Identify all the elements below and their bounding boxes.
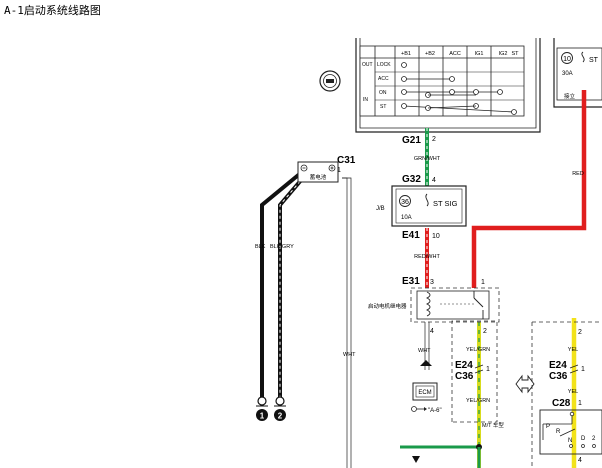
battery-label: 蓄电池 [310, 173, 327, 181]
connector-e41: E41 [402, 230, 420, 241]
wire-label-yel-top: YEL [568, 347, 578, 353]
ignition-key-icon [319, 70, 341, 92]
col-st: ST [511, 51, 519, 57]
ecm-box: ECM [412, 360, 438, 401]
connector-c28-pin1: 1 [578, 400, 582, 407]
col-ig1: IG1 [475, 51, 484, 57]
in-label: IN [363, 97, 368, 103]
wire-label-blk-gry: BLK/GRY [270, 244, 294, 250]
fuse-10-box: 10 ST 30A 接立 [553, 38, 602, 108]
connector-e24-left: E24 [455, 360, 473, 371]
ecm-ref-text: "A-6" [428, 408, 442, 414]
wire-label-wht-e31: WHT [418, 348, 431, 354]
row-on: ON [379, 90, 387, 96]
jb-fuse-36: 36 ST SIG 10A [391, 185, 467, 227]
col-ig2: IG2 [499, 51, 508, 57]
row-lock: LOCK [377, 62, 391, 68]
ground-1-number: 1 [260, 412, 265, 421]
fuse-10-label: ST [589, 57, 599, 64]
connector-c36-right: C36 [549, 371, 568, 382]
ground-2: 2 [274, 396, 286, 421]
connector-c28-pin2: 2 [578, 329, 582, 336]
ignition-switch-table: +B1 +B2 ACC IG1 IG2 ST OUT IN LOCK ACC O… [355, 38, 541, 133]
ground-2-number: 2 [278, 412, 283, 421]
col-b1: +B1 [401, 51, 411, 57]
selector-2: 2 [592, 436, 596, 442]
fuse-10-note: 接立 [564, 92, 576, 100]
wire-label-blk: BLK [255, 244, 266, 250]
connector-c36-left: C36 [455, 371, 474, 382]
connector-g32: G32 [402, 174, 421, 185]
double-arrow-icon [515, 374, 535, 394]
wire-label-yel-grn-bottom: YEL/GRN [466, 398, 490, 404]
connector-c28: C28 [552, 398, 571, 409]
wire-label-yel-mid: YEL [568, 389, 578, 395]
wire-blk-gry [278, 170, 310, 398]
jb-fuse-number: 36 [401, 199, 409, 206]
connector-c31: C31 [337, 155, 356, 166]
jb-label: J/B [376, 206, 385, 212]
starter-relay [410, 287, 500, 323]
selector-p: P [546, 424, 550, 430]
ground-1: 1 [256, 396, 268, 421]
wire-label-wht-c31: WHT [343, 352, 356, 358]
connector-e24c36-right-pin: 1 [581, 366, 585, 373]
connector-g21-pin: 2 [432, 136, 436, 143]
ecm-label: ECM [418, 390, 431, 396]
jb-fuse-name: ST SIG [433, 199, 458, 208]
connector-e31-pin4: 4 [430, 328, 434, 335]
wire-label-red: RED [572, 171, 584, 177]
relay-label: 启动电机继电器 [368, 302, 407, 310]
selector-d: D [581, 436, 586, 442]
mt-note: M/T 车型 [482, 421, 504, 429]
fuse-10-amps: 30A [562, 71, 573, 77]
connector-g21: G21 [402, 135, 421, 146]
wire-blk [260, 170, 304, 398]
fuse-10-number: 10 [563, 56, 571, 63]
selector-r: R [556, 429, 561, 435]
wire-wht-c31 [342, 177, 348, 468]
selector-n: N [568, 438, 572, 444]
page-title: A-1启动系统线路图 [4, 4, 101, 17]
row-acc: ACC [378, 76, 389, 82]
mt-dashed-frame [451, 320, 498, 423]
ecm-reference: "A-6" [411, 406, 442, 414]
wire-label-grn-wht: GRN/WHT [414, 156, 441, 162]
connector-e31-pin1: 1 [481, 279, 485, 286]
col-b2: +B2 [425, 51, 435, 57]
out-label: OUT [362, 62, 373, 68]
connector-g32-pin: 4 [432, 177, 436, 184]
col-acc: ACC [449, 51, 461, 57]
row-st: ST [380, 104, 386, 110]
connector-c31-pin: 1 [337, 167, 341, 174]
wire-label-red-wht: RED/WHT [414, 254, 440, 260]
range-selector-switch: P R N D 2 [539, 409, 602, 455]
battery: 蓄电池 [297, 161, 339, 183]
wire-red [471, 90, 587, 288]
wire-green-bottom [400, 444, 482, 468]
wire-label-yel-grn-top: YEL/GRN [466, 347, 490, 353]
connector-e24c36-left-pin: 1 [486, 366, 490, 373]
connector-e24-right: E24 [549, 360, 567, 371]
jb-fuse-amps: 10A [401, 215, 412, 221]
connector-e41-pin: 10 [432, 233, 440, 240]
connector-e31: E31 [402, 276, 420, 287]
connector-e31-pin2: 2 [483, 328, 487, 335]
connector-c28-pin4: 4 [578, 457, 582, 464]
connector-e31-pin3: 3 [430, 279, 434, 286]
bottom-arrow-icon [412, 456, 420, 463]
